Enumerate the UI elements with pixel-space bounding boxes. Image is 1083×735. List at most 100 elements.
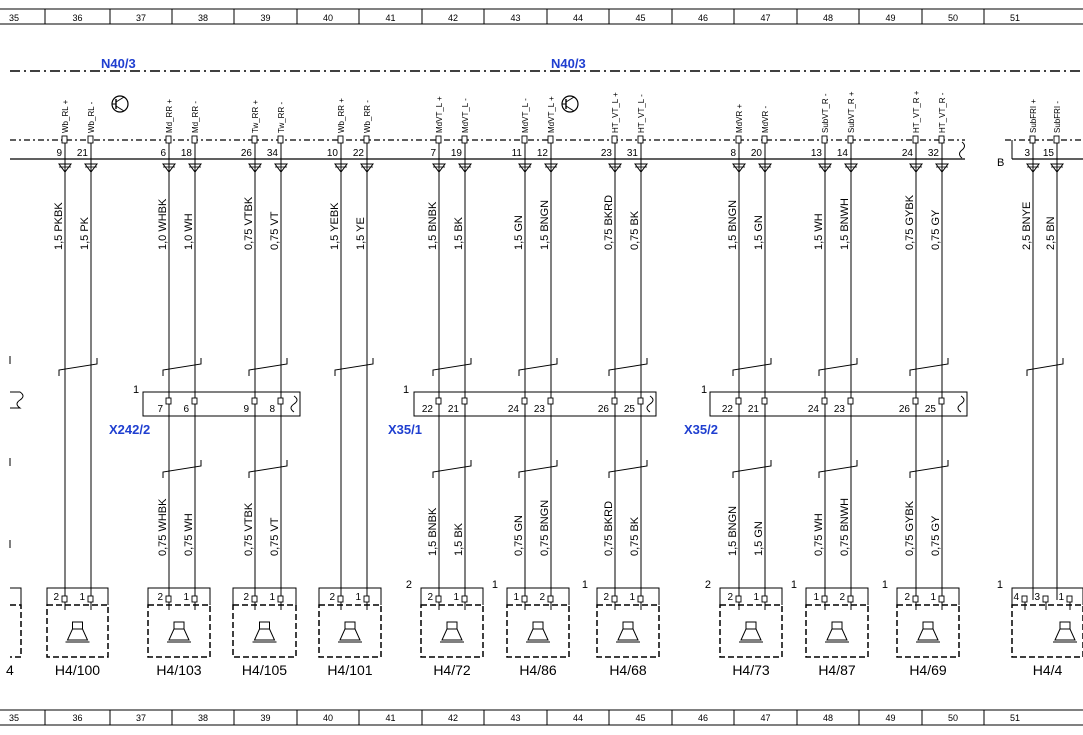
ruler-cell-bottom: 43: [510, 713, 520, 723]
speaker-icon: [259, 621, 270, 630]
connector-number: 1: [133, 384, 139, 396]
speaker-pin-number: 1: [930, 592, 936, 603]
twisted-pair-mark: [608, 358, 648, 376]
connector-pin: [912, 397, 919, 405]
speaker-pin-header: [318, 587, 382, 605]
connector-pin: [191, 397, 198, 405]
module-label-n40-3-right: N40/3: [551, 56, 586, 71]
connector-pin: [251, 397, 258, 405]
module-pin: [87, 135, 94, 144]
wire-label-bottom: 1,5 BNBK: [427, 507, 439, 556]
module-pin: [1053, 135, 1060, 144]
filter-triangle-icon: [274, 163, 288, 173]
speaker-icon: [1059, 621, 1071, 630]
module-pin: [251, 135, 258, 144]
twisted-pair-mark: [732, 460, 772, 478]
speaker-cone: [66, 628, 89, 641]
wire-label-bottom: 0,75 WH: [183, 513, 195, 556]
wire-label-top: 0,75 BK: [629, 210, 641, 250]
wire-label-top: 1,5 PK: [79, 216, 91, 250]
connector-pin-number: 21: [748, 404, 760, 415]
wire-label-top: 0,75 BKRD: [603, 195, 615, 250]
ruler-cell-top: 37: [136, 13, 146, 23]
speaker-pin: [547, 595, 554, 603]
wire-label-bottom: 0,75 WHBK: [157, 498, 169, 556]
ruler-top: [0, 8, 1083, 25]
filter-triangle-icon: [58, 163, 72, 173]
wire-label-top: 1,5 GN: [513, 215, 525, 250]
module-pin: [847, 135, 854, 144]
module-pin-number: 18: [181, 148, 193, 159]
module-pin-number: 13: [811, 148, 823, 159]
wire-label-bottom: 0,75 GYBK: [904, 500, 916, 556]
speaker-pin: [363, 595, 370, 603]
filter-triangle-icon: [248, 163, 262, 173]
connector-number: 1: [701, 384, 707, 396]
speaker-pin-header: [596, 587, 660, 605]
module-pin: [912, 135, 919, 144]
speaker-label: H4/72: [433, 662, 471, 678]
speaker-label: H4/4: [1033, 662, 1063, 678]
connector-pin: [637, 397, 644, 405]
ruler-cell-bottom: 50: [948, 713, 958, 723]
speaker-body: [506, 604, 570, 658]
speaker-pin-number: 1: [513, 592, 519, 603]
module-pin-number: 7: [430, 148, 436, 159]
speaker-body: [805, 604, 869, 658]
speaker-pin: [1042, 595, 1049, 603]
ruler-cell-top: 35: [9, 13, 19, 23]
module-pin: [337, 135, 344, 144]
ruler-cell-top: 47: [760, 13, 770, 23]
speaker-pin-number: 1: [355, 592, 361, 603]
speaker-pin: [461, 595, 468, 603]
speaker-body: [46, 604, 109, 658]
ruler-cell-top: 43: [510, 13, 520, 23]
pin-signal-label: Wb_RL -: [87, 101, 96, 133]
speaker-pin-header: [896, 587, 960, 605]
connector-pin: [277, 397, 284, 405]
module-pin: [938, 135, 945, 144]
filter-triangle-icon: [1026, 163, 1040, 173]
speaker-pin: [611, 595, 618, 603]
module-pin-number: 8: [730, 148, 736, 159]
connector-pin-number: 25: [624, 404, 636, 415]
pin-signal-label: Tw_RR -: [277, 102, 286, 133]
ruler-cell-bottom: 49: [885, 713, 895, 723]
twisted-pair-mark: [432, 460, 472, 478]
wire-label-top: 0,75 GYBK: [904, 194, 916, 250]
module-pin: [637, 135, 644, 144]
twisted-pair-mark: [248, 460, 288, 478]
speaker-number: 1: [492, 579, 498, 591]
ruler-cell-top: 38: [198, 13, 208, 23]
speaker-cone: [527, 628, 549, 641]
speaker-icon: [344, 621, 356, 630]
pin-signal-label: SubVT_R -: [821, 93, 830, 133]
module-pin: [735, 135, 742, 144]
module-pin-number: 14: [837, 148, 849, 159]
speaker-pin-number: 1: [453, 592, 459, 603]
speaker-pin: [191, 595, 198, 603]
twisted-pair-mark: [58, 358, 98, 376]
twisted-pair-mark: [518, 358, 558, 376]
module-pin-number: 34: [267, 148, 279, 159]
speaker-cone: [917, 628, 939, 641]
speaker-pin-number: 2: [243, 592, 249, 603]
pin-signal-label: MdVT_L -: [521, 98, 530, 133]
wire-label-bottom: 1,5 BK: [453, 522, 465, 556]
filter-triangle-icon: [544, 163, 558, 173]
transistor-icon: [561, 95, 579, 113]
connector-pin-number: 8: [269, 404, 275, 415]
ruler-cell-top: 40: [323, 13, 333, 23]
speaker-label: H4/101: [327, 662, 372, 678]
pin-signal-label: Md_RR +: [165, 99, 174, 133]
ruler-cell-top: 51: [1010, 13, 1020, 23]
module-pin: [547, 135, 554, 144]
speaker-label: H4/69: [909, 662, 947, 678]
pin-signal-label: SubFRI -: [1053, 101, 1062, 133]
twisted-pair-mark: [518, 460, 558, 478]
filter-triangle-icon: [162, 163, 176, 173]
speaker-pin: [337, 595, 344, 603]
side-letter: B: [997, 157, 1004, 169]
ruler-cell-bottom: 45: [635, 713, 645, 723]
